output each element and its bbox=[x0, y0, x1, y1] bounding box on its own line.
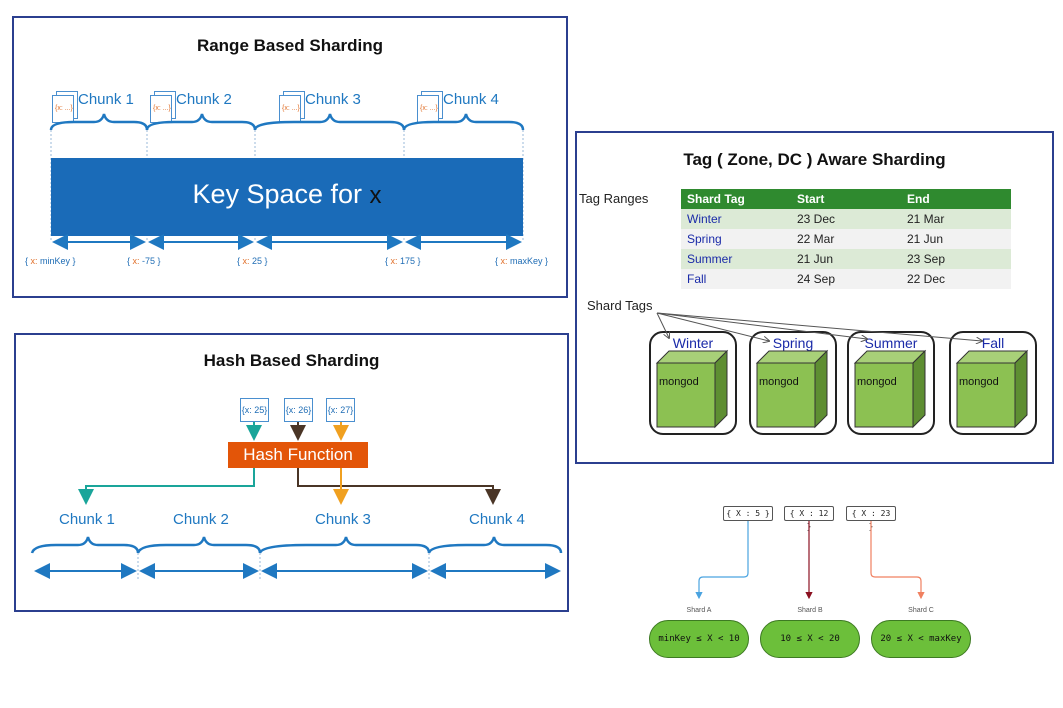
key-space-band: Key Space for x bbox=[51, 158, 523, 236]
mongod-cube-3 bbox=[853, 349, 927, 429]
document-icon-text: {x: ...} bbox=[282, 105, 300, 112]
bound-minkey: { x: minKey } bbox=[25, 256, 76, 266]
shard-tag-name: Winter bbox=[672, 335, 714, 351]
range-chunk-4-label: Chunk 4 bbox=[443, 91, 499, 108]
shard-tag-name: Spring bbox=[772, 335, 814, 351]
mongod-label: mongod bbox=[857, 376, 897, 388]
range-chunk-3-label: Chunk 3 bbox=[305, 91, 361, 108]
table-cell: 23 Dec bbox=[791, 209, 901, 229]
shard-tag-pointer bbox=[656, 312, 769, 341]
range-sharding-panel: Range Based Sharding {x: ...} Chunk 1 {x… bbox=[12, 16, 568, 298]
tag-sharding-panel: Tag ( Zone, DC ) Aware Sharding Tag Rang… bbox=[575, 131, 1054, 464]
hash-doc-26: {x: 26} bbox=[284, 398, 313, 422]
table-cell: 24 Sep bbox=[791, 269, 901, 289]
shard-a-label: Shard A bbox=[686, 607, 712, 614]
hash-chunk-2-label: Chunk 2 bbox=[173, 511, 229, 528]
brace-chunk-4 bbox=[402, 113, 525, 131]
route-x23-to-shard-c bbox=[870, 521, 925, 600]
table-cell: 23 Sep bbox=[901, 249, 1011, 269]
hash-connectors bbox=[78, 422, 501, 505]
document-icon-text: {x: ...} bbox=[55, 105, 73, 112]
hash-brace-3 bbox=[258, 536, 431, 554]
range-chunk-2-label: Chunk 2 bbox=[176, 91, 232, 108]
bound-25: { x: 25 } bbox=[237, 256, 268, 266]
shard-tag-pointer bbox=[656, 312, 867, 339]
tag-graphics bbox=[655, 312, 1029, 429]
mongod-label: mongod bbox=[959, 376, 999, 388]
hash-doc-25: {x: 25} bbox=[240, 398, 269, 422]
key-space-label: Key Space for bbox=[192, 179, 363, 209]
hash-sharding-panel: Hash Based Sharding {x: 25} {x: 26} {x: … bbox=[14, 333, 569, 612]
hash-sharding-title: Hash Based Sharding bbox=[203, 351, 380, 370]
table-cell: Winter bbox=[681, 209, 791, 229]
document-icon-text: {x: ...} bbox=[153, 105, 171, 112]
shard-tags-label: Shard Tags bbox=[587, 298, 653, 313]
table-cell: 21 Mar bbox=[901, 209, 1011, 229]
brace-chunk-2 bbox=[145, 113, 257, 131]
table-header: End bbox=[901, 189, 1011, 209]
shard-c-label: Shard C bbox=[908, 607, 934, 614]
shard-tag-name: Summer bbox=[864, 335, 918, 351]
bound-maxkey: { x: maxKey } bbox=[495, 256, 549, 266]
brace-chunk-1 bbox=[49, 113, 149, 131]
table-cell: Summer bbox=[681, 249, 791, 269]
table-row: Fall 24 Sep 22 Dec bbox=[681, 269, 1011, 289]
mongod-cube-1 bbox=[655, 349, 729, 429]
mongod-cube-2 bbox=[755, 349, 829, 429]
range-arrows bbox=[52, 234, 522, 250]
table-row: Summer 21 Jun 23 Sep bbox=[681, 249, 1011, 269]
shard-tag-name: Fall bbox=[981, 335, 1005, 351]
table-row: Winter 23 Dec 21 Mar bbox=[681, 209, 1011, 229]
range-braces bbox=[49, 113, 525, 240]
mongod-cube-4 bbox=[955, 349, 1029, 429]
table-header: Shard Tag bbox=[681, 189, 791, 209]
mongod-label: mongod bbox=[659, 376, 699, 388]
table-cell: 22 Dec bbox=[901, 269, 1011, 289]
hash-to-chunk-1 bbox=[78, 468, 255, 505]
shard-c-range: 20 ≤ X < maxKey bbox=[871, 620, 971, 658]
shard-b-label: Shard B bbox=[797, 607, 823, 614]
key-variable: x bbox=[369, 182, 382, 209]
range-chunk-1-label: Chunk 1 bbox=[78, 91, 134, 108]
table-cell: Fall bbox=[681, 269, 791, 289]
bound-minus-75: { x: -75 } bbox=[127, 256, 161, 266]
table-cell: Spring bbox=[681, 229, 791, 249]
hash-to-chunk-4 bbox=[297, 468, 501, 505]
route-x5-to-shard-a bbox=[695, 521, 749, 600]
hash-braces bbox=[30, 536, 563, 579]
table-header: Start bbox=[791, 189, 901, 209]
shard-tag-pointer bbox=[656, 312, 982, 341]
range-sharding-title: Range Based Sharding bbox=[196, 36, 384, 55]
tag-sharding-title: Tag ( Zone, DC ) Aware Sharding bbox=[683, 150, 946, 169]
bound-175: { x: 175 } bbox=[385, 256, 421, 266]
hash-chunk-1-label: Chunk 1 bbox=[59, 511, 115, 528]
hash-chunk-4-label: Chunk 4 bbox=[469, 511, 525, 528]
key-space-text: Key Space for x bbox=[51, 179, 523, 210]
tag-ranges-label: Tag Ranges bbox=[579, 191, 649, 206]
mongod-label: mongod bbox=[759, 376, 799, 388]
hash-chunk-3-label: Chunk 3 bbox=[315, 511, 371, 528]
tag-ranges-table: Shard Tag Start End Winter 23 Dec 21 Mar… bbox=[681, 189, 1011, 289]
shard-tag-pointer bbox=[656, 312, 669, 338]
table-cell: 21 Jun bbox=[791, 249, 901, 269]
table-cell: 22 Mar bbox=[791, 229, 901, 249]
table-row: Spring 22 Mar 21 Jun bbox=[681, 229, 1011, 249]
shard-b-range: 10 ≤ X < 20 bbox=[760, 620, 860, 658]
table-cell: 21 Jun bbox=[901, 229, 1011, 249]
hash-brace-4 bbox=[427, 536, 563, 554]
hash-brace-2 bbox=[136, 536, 262, 554]
hash-doc-27: {x: 27} bbox=[326, 398, 355, 422]
brace-chunk-3 bbox=[253, 113, 406, 131]
hash-function-box: Hash Function bbox=[228, 442, 368, 468]
hash-brace-1 bbox=[30, 536, 140, 554]
shard-a-range: minKey ≤ X < 10 bbox=[649, 620, 749, 658]
table-header-row: Shard Tag Start End bbox=[681, 189, 1011, 209]
document-icon-text: {x: ...} bbox=[420, 105, 438, 112]
example-doc-5: { X : 5 } bbox=[723, 506, 773, 521]
